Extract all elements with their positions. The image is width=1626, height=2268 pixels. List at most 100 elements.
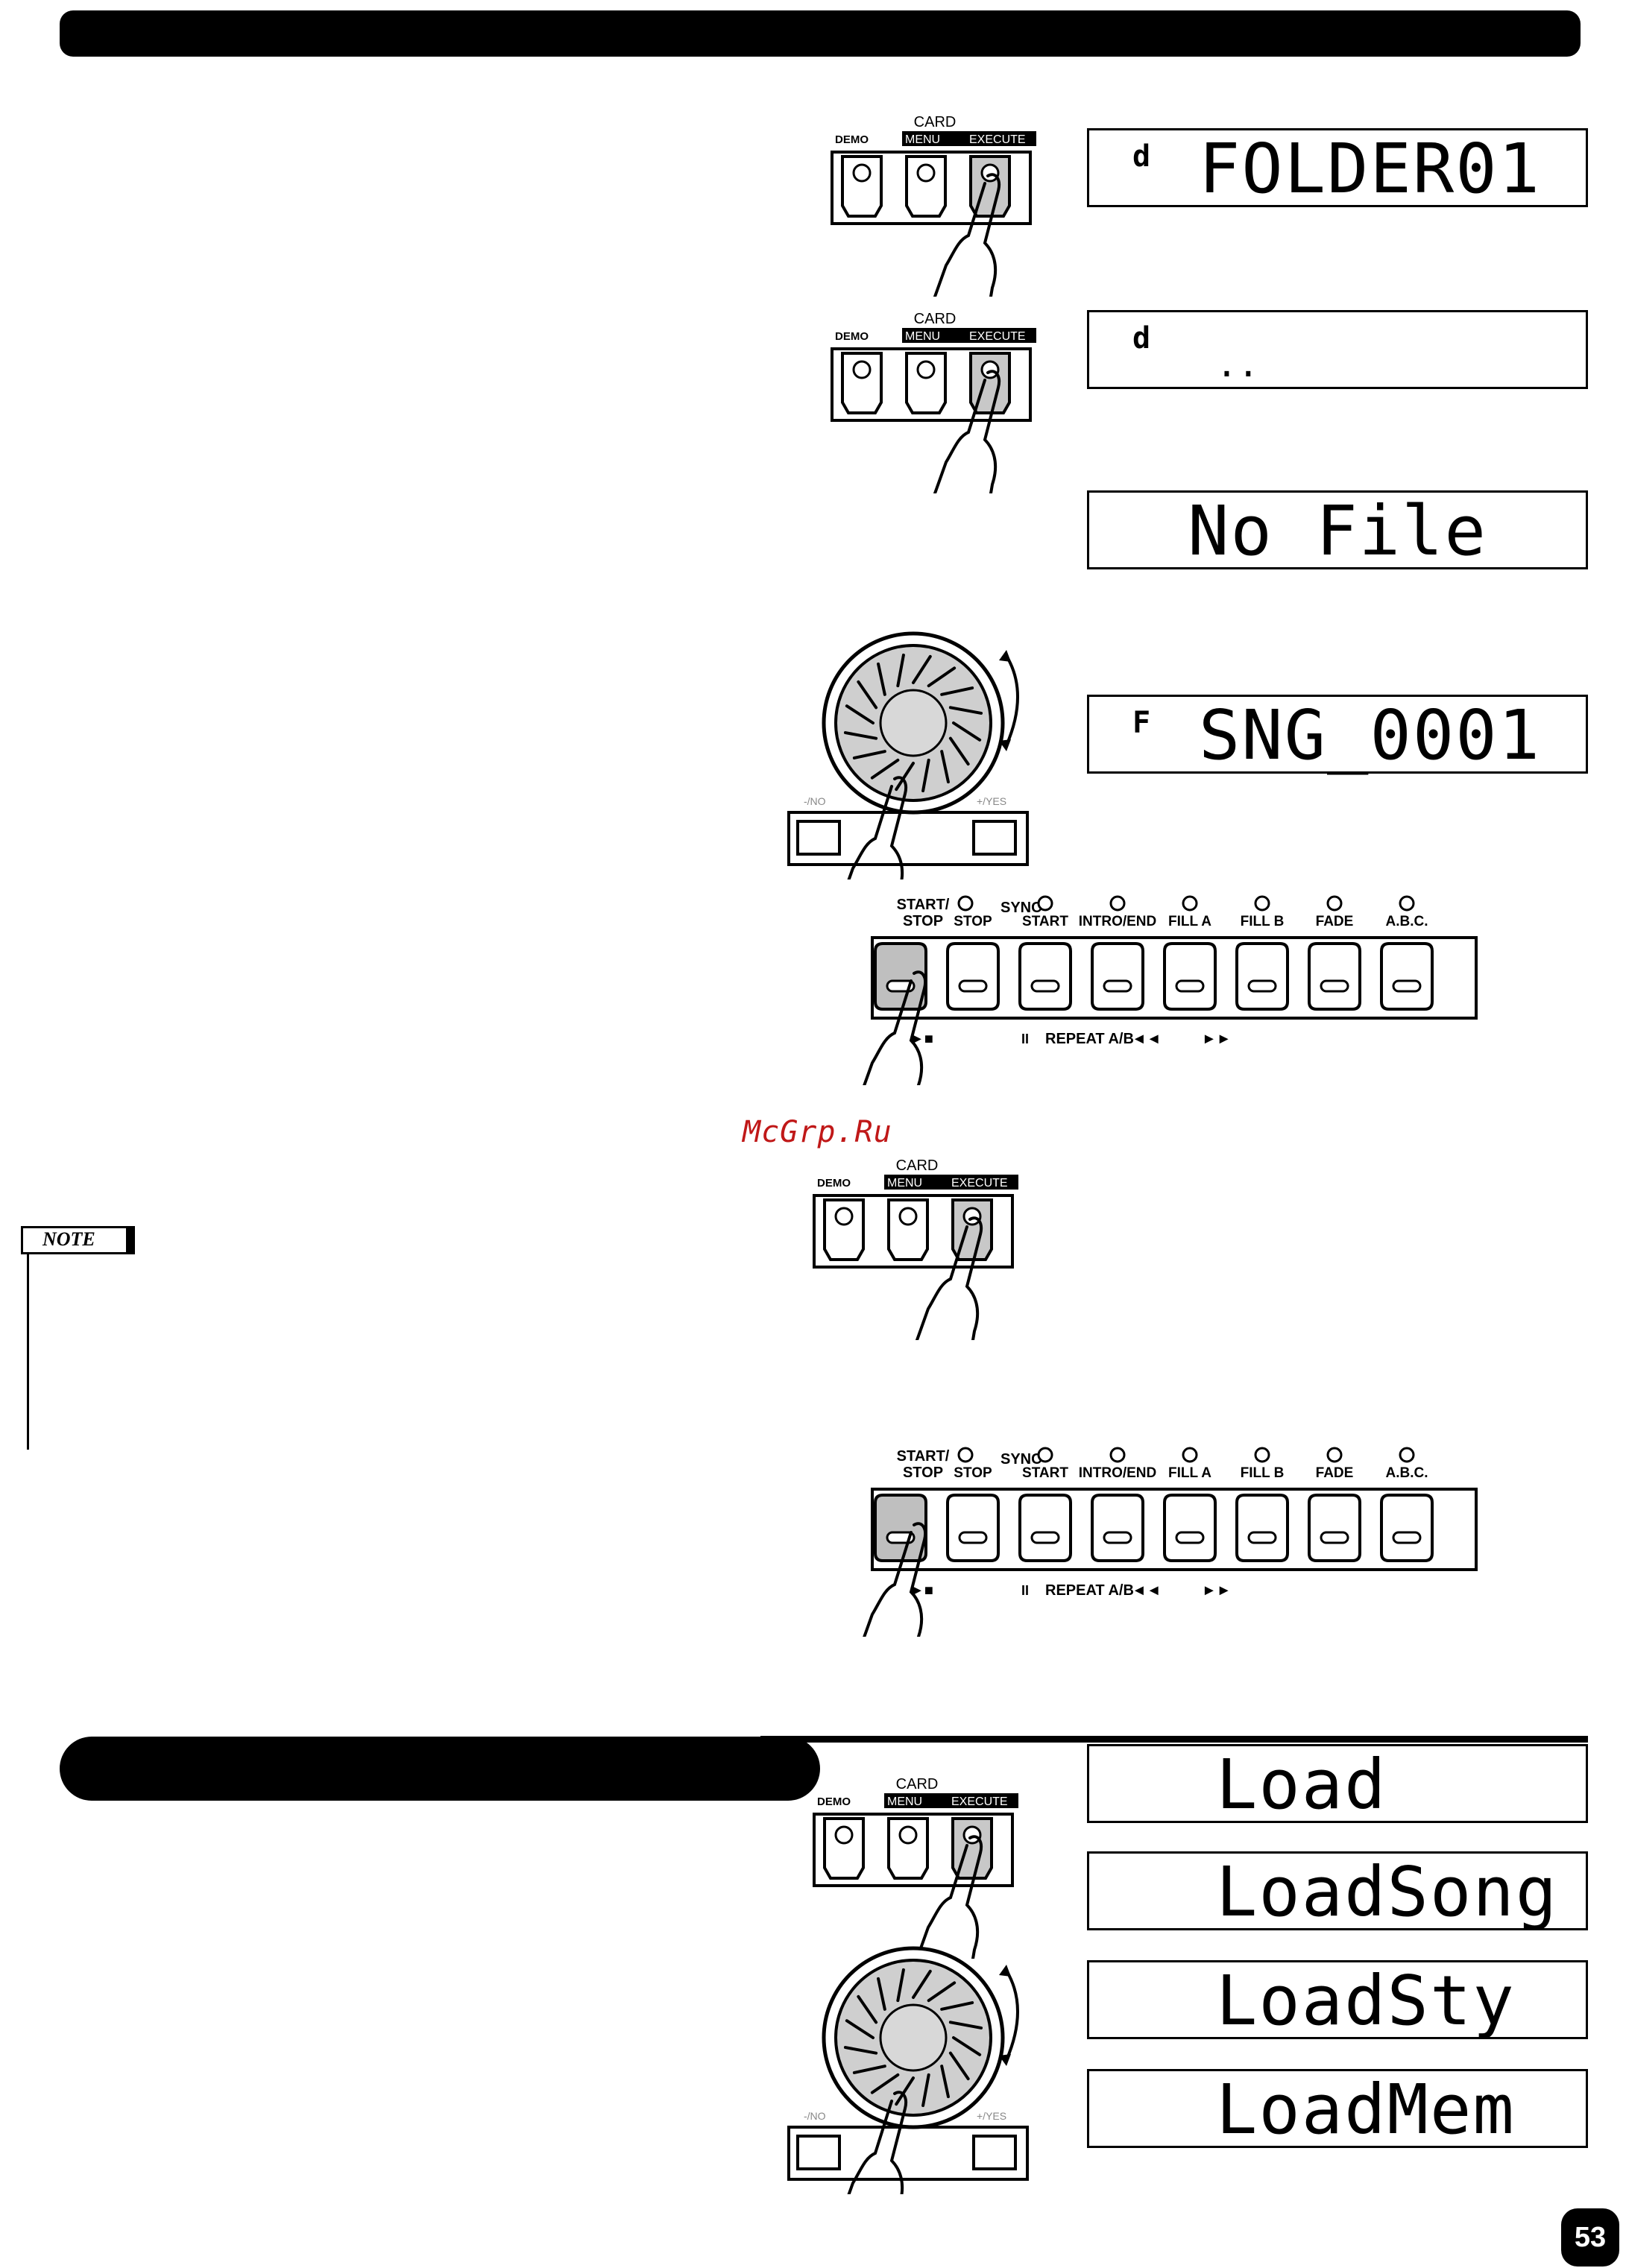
button-stop[interactable] <box>946 1494 1000 1562</box>
lcd-display-loadsty: LoadSty <box>1087 1960 1588 2039</box>
card-label: CARD <box>914 114 957 130</box>
button-label: INTRO/END <box>1079 914 1157 929</box>
button-stop[interactable] <box>946 942 1000 1011</box>
menu-button[interactable] <box>887 1817 929 1880</box>
demo-button[interactable] <box>823 1817 865 1880</box>
button-a-b-c-[interactable] <box>1380 942 1434 1011</box>
button-label: STOP <box>954 1465 992 1481</box>
sync-label: SYNC <box>1001 900 1042 916</box>
pressing-finger <box>915 1835 983 1959</box>
button-label: STOP <box>954 914 992 929</box>
folder-indicator: d <box>1132 321 1151 356</box>
yes-label: +/YES <box>977 795 1006 807</box>
led-icon <box>980 360 1000 379</box>
button-fill-b[interactable] <box>1235 942 1289 1011</box>
start-stop-label: STOP <box>903 913 943 929</box>
lcd-display-loadsong: LoadSong <box>1087 1851 1588 1930</box>
forward-icon: ►► <box>1202 1031 1232 1047</box>
lcd-display-loadmem: LoadMem <box>1087 2069 1588 2148</box>
repeat-label: REPEAT A/B <box>1045 1031 1134 1047</box>
no-label: -/NO <box>804 2110 826 2122</box>
led-icon <box>957 895 974 912</box>
rewind-icon: ◄◄ <box>1132 1582 1162 1599</box>
sync-label: SYNC <box>1001 1451 1042 1468</box>
forward-icon: ►► <box>1202 1582 1232 1599</box>
button-label: FILL B <box>1241 914 1285 929</box>
pressing-finger <box>933 173 1001 297</box>
button-fill-a[interactable] <box>1163 1494 1217 1562</box>
lcd-text: SNG_0001 <box>1198 695 1541 775</box>
execute-label: EXECUTE <box>969 133 1026 146</box>
demo-label: DEMO <box>835 133 869 146</box>
button-label: A.B.C. <box>1386 1465 1428 1481</box>
led-icon <box>962 1825 982 1845</box>
start-stop-button[interactable] <box>874 1494 927 1562</box>
menu-button[interactable] <box>905 155 947 218</box>
button-fill-b[interactable] <box>1235 1494 1289 1562</box>
lcd-display-song: F SNG_0001 <box>1087 695 1588 774</box>
button-a-b-c-[interactable] <box>1380 1494 1434 1562</box>
led-icon <box>898 1825 918 1845</box>
led-icon <box>980 163 1000 183</box>
button-fill-a[interactable] <box>1163 942 1217 1011</box>
menu-button[interactable] <box>905 352 947 414</box>
start-stop-button[interactable] <box>874 942 927 1011</box>
button-label: INTRO/END <box>1079 1465 1157 1481</box>
no-button[interactable] <box>796 820 841 856</box>
button-start[interactable] <box>1018 942 1072 1011</box>
led-icon <box>1182 1447 1198 1463</box>
no-label: -/NO <box>804 795 826 807</box>
card-label: CARD <box>914 311 957 327</box>
lcd-text: LoadSty <box>1216 1961 1516 2041</box>
demo-label: DEMO <box>817 1795 851 1808</box>
lcd-text: LoadMem <box>1216 2070 1516 2149</box>
led-icon <box>962 1207 982 1226</box>
yes-button[interactable] <box>972 820 1017 856</box>
lcd-text: No File <box>1188 491 1487 571</box>
menu-button[interactable] <box>887 1198 929 1261</box>
button-fade[interactable] <box>1308 1494 1361 1562</box>
button-fade[interactable] <box>1308 942 1361 1011</box>
play-stop-icon: ►■ <box>910 1582 933 1599</box>
button-label: A.B.C. <box>1386 914 1428 929</box>
lcd-display-nofile: No File <box>1087 490 1588 569</box>
button-intro-end[interactable] <box>1091 942 1144 1011</box>
led-icon <box>834 1207 854 1226</box>
menu-label: MENU <box>887 1177 922 1190</box>
panel-frame <box>831 347 1032 422</box>
note-label: NOTE <box>42 1228 95 1250</box>
card-label: CARD <box>896 1157 939 1174</box>
led-icon <box>852 360 872 379</box>
no-button[interactable] <box>796 2135 841 2170</box>
button-label: START <box>1022 1465 1068 1481</box>
file-indicator: F <box>1132 706 1151 740</box>
led-icon <box>1326 1447 1343 1463</box>
led-icon <box>1399 895 1415 912</box>
button-label: FILL B <box>1241 1465 1285 1481</box>
panel-frame <box>831 151 1032 225</box>
demo-button[interactable] <box>841 352 883 414</box>
rotate-arrow-icon <box>1005 654 1019 746</box>
button-label: FILL A <box>1168 914 1211 929</box>
yes-button[interactable] <box>972 2135 1017 2170</box>
button-start[interactable] <box>1018 1494 1072 1562</box>
data-dial-panel: -/NO +/YES <box>787 631 1029 879</box>
demo-label: DEMO <box>817 1177 851 1190</box>
led-icon <box>1037 895 1053 912</box>
demo-button[interactable] <box>823 1198 865 1261</box>
led-icon <box>1254 895 1270 912</box>
led-icon <box>916 163 936 183</box>
rewind-icon: ◄◄ <box>1132 1031 1162 1047</box>
pressing-finger <box>863 970 927 1085</box>
yes-label: +/YES <box>977 2110 1006 2122</box>
led-icon <box>916 360 936 379</box>
demo-button[interactable] <box>841 155 883 218</box>
button-intro-end[interactable] <box>1091 1494 1144 1562</box>
panel-frame <box>871 936 1478 1020</box>
